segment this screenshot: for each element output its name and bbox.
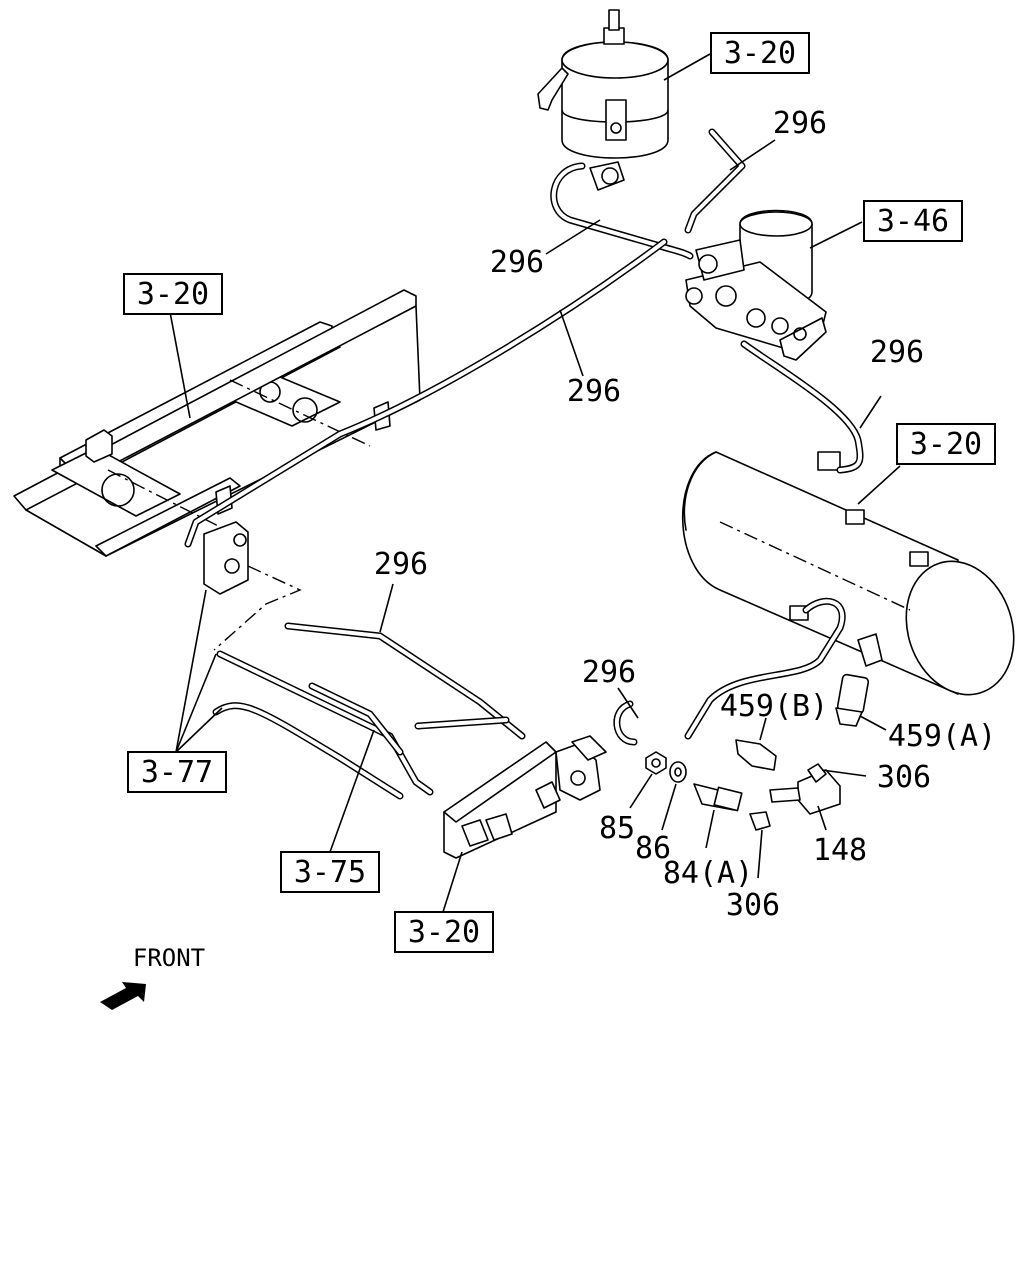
label-306[interactable]: 306 [877,760,931,795]
label-85[interactable]: 85 [599,811,635,846]
label-86[interactable]: 86 [635,831,671,866]
label-459b[interactable]: 459(B) [720,689,828,724]
callout-text: 3-20 [724,36,796,71]
label-148[interactable]: 148 [813,833,867,868]
callout-ref-3-77[interactable]: 3-77 [127,751,227,793]
leader-lines [169,53,901,913]
callout-text: 3-20 [910,427,982,462]
air-dryer-canister [537,9,669,191]
air-tubes [184,128,864,800]
label-296[interactable]: 296 [567,374,621,409]
valve-bracket [443,735,607,859]
label-296[interactable]: 296 [582,655,636,690]
callout-text: 3-46 [877,204,949,239]
callout-text: 3-20 [137,277,209,312]
air-reservoir-tank [681,451,1015,696]
callout-ref-3-20-frame[interactable]: 3-20 [123,273,223,315]
callout-ref-3-20-tank[interactable]: 3-20 [896,423,996,465]
label-296[interactable]: 296 [773,106,827,141]
callout-text: 3-75 [294,855,366,890]
air-processing-unit [685,209,827,361]
label-459a[interactable]: 459(A) [888,719,996,754]
callout-ref-3-20-top[interactable]: 3-20 [710,32,810,74]
label-296[interactable]: 296 [490,245,544,280]
small-fittings [645,673,870,831]
relay-valve [203,521,302,651]
front-indicator: FRONT [100,944,205,1010]
front-arrow-icon [100,982,146,1010]
callout-ref-3-46[interactable]: 3-46 [863,200,963,242]
callout-ref-3-20-bottom[interactable]: 3-20 [394,911,494,953]
callout-text: 3-20 [408,915,480,950]
label-296[interactable]: 296 [374,547,428,582]
callout-ref-3-75[interactable]: 3-75 [280,851,380,893]
label-296[interactable]: 296 [870,335,924,370]
label-84a[interactable]: 84(A) [663,856,753,891]
label-306[interactable]: 306 [726,888,780,923]
front-label: FRONT [133,944,205,972]
callout-text: 3-77 [141,755,213,790]
